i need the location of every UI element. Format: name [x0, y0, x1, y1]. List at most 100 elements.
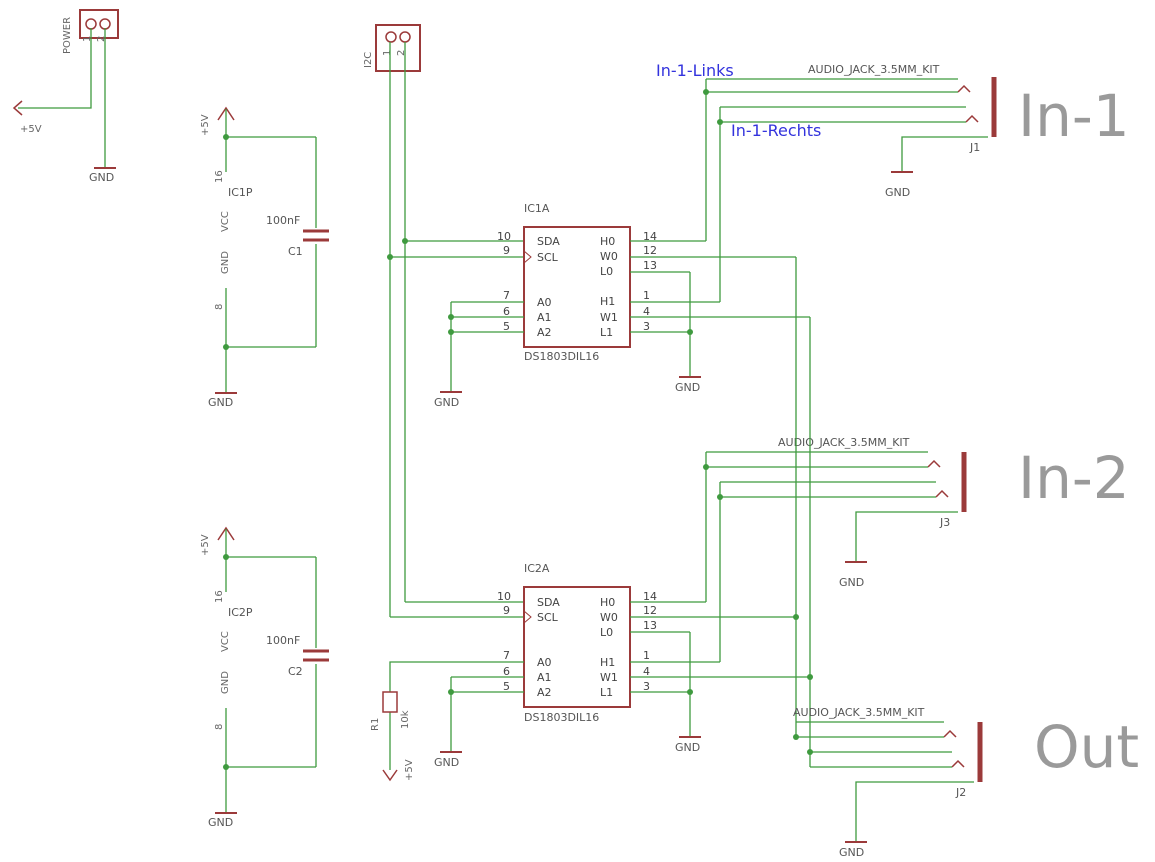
ic2p-supply [215, 526, 317, 814]
svg-text:L0: L0 [600, 265, 613, 278]
power-wires [18, 28, 106, 168]
svg-text:L1: L1 [600, 686, 613, 699]
ic2a-address-wires [389, 661, 524, 770]
ic1a-chip[interactable] [523, 226, 631, 348]
svg-text:13: 13 [643, 619, 657, 632]
svg-text:A0: A0 [537, 296, 552, 309]
svg-text:14: 14 [643, 590, 657, 603]
j2-gnd-label: GND [839, 846, 864, 859]
section-label-in1: In-1 [1018, 82, 1130, 150]
ic2a-low-gnd-label: GND [675, 741, 700, 754]
r1-label: R1 [370, 718, 381, 731]
j1-wires [630, 78, 988, 303]
power-pin2: 2 [96, 36, 107, 42]
i2c-pin2: 2 [396, 50, 407, 56]
svg-text:6: 6 [503, 305, 510, 318]
svg-text:SCL: SCL [537, 611, 559, 624]
ic2p-pin8: 8 [214, 724, 225, 730]
jack-j2[interactable] [943, 722, 983, 782]
svg-text:H0: H0 [600, 235, 615, 248]
svg-text:12: 12 [643, 604, 657, 617]
svg-text:10: 10 [497, 590, 511, 603]
svg-text:7: 7 [503, 289, 510, 302]
ic1p-pin16: 16 [214, 170, 225, 183]
ic1a-address-wires [440, 301, 524, 393]
power-5v-label: +5V [20, 124, 42, 135]
jack-j1[interactable] [957, 77, 997, 137]
ic2p-pin16: 16 [214, 590, 225, 603]
svg-text:1: 1 [643, 289, 650, 302]
i2c-connector[interactable] [375, 24, 421, 72]
svg-text:A1: A1 [537, 671, 552, 684]
i2c-bus-wires [387, 42, 524, 618]
svg-text:7: 7 [503, 649, 510, 662]
ic1a-part: DS1803DIL16 [524, 350, 599, 363]
ic2a-pin-labels: SDA SCL A0 A1 A2 H0 W0 L0 H1 W1 L1 10 9 … [497, 590, 657, 699]
j3-gnd-label: GND [839, 576, 864, 589]
ic1p-vcc-label: VCC [220, 211, 231, 232]
ic2a-chip[interactable] [523, 586, 631, 708]
j3-wires [630, 451, 958, 663]
plus5v-arrow-icon [12, 100, 23, 116]
svg-text:SCL: SCL [537, 251, 559, 264]
ic1a-low-wires [630, 271, 701, 378]
svg-text:SDA: SDA [537, 596, 560, 609]
j3-label: J3 [939, 516, 950, 529]
ic1p-pin8: 8 [214, 304, 225, 310]
svg-text:W1: W1 [600, 671, 618, 684]
ic1p-5v-label: +5V [200, 114, 211, 136]
r1-5v-label: +5V [404, 759, 415, 781]
svg-text:H0: H0 [600, 596, 615, 609]
ic2p-vcc-label: VCC [220, 631, 231, 652]
ic1a-pin-labels: SDA SCL A0 A1 A2 H0 W0 L0 H1 W1 L1 10 9 … [497, 230, 657, 339]
svg-text:4: 4 [643, 665, 650, 678]
capacitor-c1-symbol [303, 229, 329, 242]
svg-text:H1: H1 [600, 656, 615, 669]
capacitor-c2-symbol [303, 649, 329, 662]
r1-5v-arrow-icon [382, 769, 398, 782]
j3-part: AUDIO_JACK_3.5MM_KIT [778, 436, 910, 449]
power-connector[interactable] [79, 9, 119, 39]
svg-text:A0: A0 [537, 656, 552, 669]
j1-gnd-label: GND [885, 186, 910, 199]
svg-text:A1: A1 [537, 311, 552, 324]
power-pin1: 1 [82, 36, 93, 42]
section-label-out: Out [1034, 713, 1139, 781]
svg-text:5: 5 [503, 680, 510, 693]
ic2p-gnd-label: GND [208, 816, 233, 829]
svg-text:A2: A2 [537, 686, 552, 699]
ic1a-low-gnd-label: GND [675, 381, 700, 394]
c2-label: C2 [288, 665, 303, 678]
svg-text:1: 1 [643, 649, 650, 662]
c1-label: C1 [288, 245, 303, 258]
j2-wires [630, 256, 974, 843]
svg-text:14: 14 [643, 230, 657, 243]
j2-label: J2 [955, 786, 966, 799]
svg-text:W0: W0 [600, 611, 618, 624]
svg-text:9: 9 [503, 604, 510, 617]
j1-label: J1 [969, 141, 980, 154]
svg-text:3: 3 [643, 680, 650, 693]
power-label: POWER [62, 17, 73, 54]
ic1a-label: IC1A [524, 202, 550, 215]
i2c-pin1: 1 [382, 50, 393, 56]
ic2a-addr-gnd-label: GND [434, 756, 459, 769]
j1-part: AUDIO_JACK_3.5MM_KIT [808, 63, 940, 76]
svg-text:12: 12 [643, 244, 657, 257]
ic2a-low-wires [630, 631, 701, 738]
svg-text:L0: L0 [600, 626, 613, 639]
i2c-label: I2C [363, 52, 374, 68]
svg-text:4: 4 [643, 305, 650, 318]
jack-j3[interactable] [927, 452, 967, 512]
ic1p-gnd-label: GND [208, 396, 233, 409]
resistor-r1-symbol [382, 691, 398, 713]
svg-text:5: 5 [503, 320, 510, 333]
ic1a-addr-gnd-label: GND [434, 396, 459, 409]
svg-text:H1: H1 [600, 295, 615, 308]
c1-value: 100nF [266, 214, 300, 227]
ic2p-5v-label: +5V [200, 534, 211, 556]
ic1p-label: IC1P [228, 186, 253, 199]
ic2a-part: DS1803DIL16 [524, 711, 599, 724]
svg-text:A2: A2 [537, 326, 552, 339]
